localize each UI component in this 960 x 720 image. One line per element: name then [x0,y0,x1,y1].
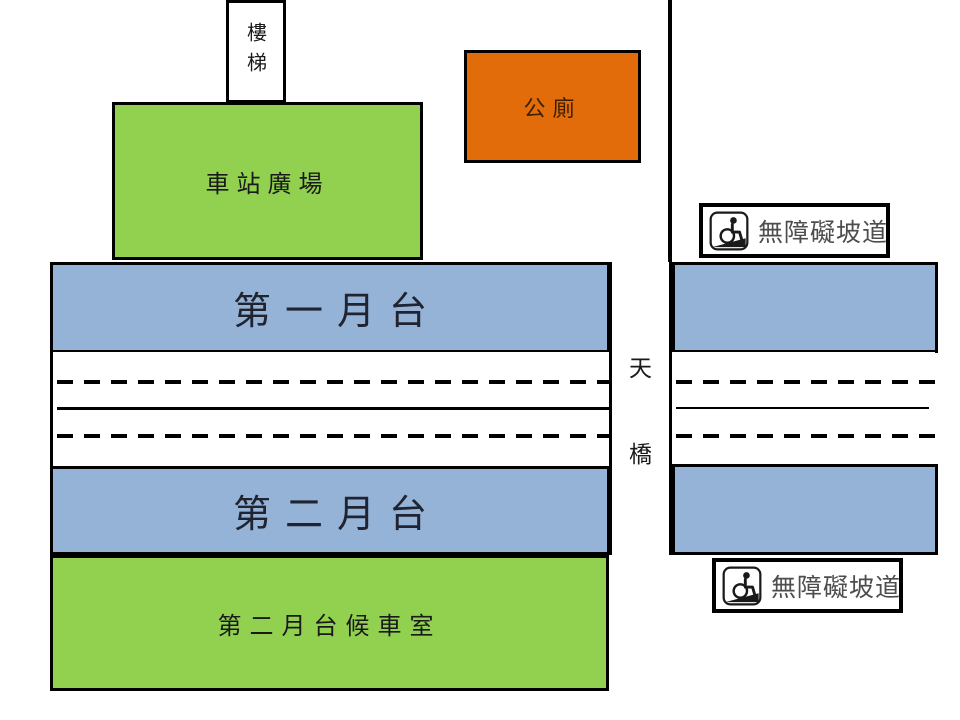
accessible-ramp-text-bottom: 無障礙坡道 [771,572,902,602]
footbridge-char-1: 天 [629,355,652,382]
rail-dashed-line [57,380,610,384]
footbridge-upper-line [668,0,672,263]
rail-solid-line [57,407,610,410]
rail-dashed-line [57,434,610,438]
public-toilet-box: 公廁 [464,50,641,163]
rail-solid-line [676,407,929,409]
rail-dashed-line [676,380,935,384]
platform-1-box: 第一月台 [50,262,610,353]
public-toilet-label: 公廁 [523,96,582,122]
footbridge-char-2: 橋 [629,441,652,468]
footbridge-strip: 天 橋 [609,262,672,555]
platform-2-right-segment [672,464,938,555]
platform-2-box: 第二月台 [50,466,610,555]
rail-dashed-line [676,434,935,438]
accessible-ramp-label-bottom: 無障礙坡道 [712,558,903,613]
waiting-room-label: 第二月台候車室 [217,611,442,640]
accessible-ramp-label-top: 無障礙坡道 [699,203,890,258]
stairs-box: 樓梯 [226,0,286,103]
track-area-right [672,352,935,464]
wheelchair-ramp-icon [709,211,749,250]
track-area-left [50,352,610,466]
platform-2-label: 第二月台 [232,492,441,536]
stairs-label: 樓梯 [243,21,268,82]
platform-1-label: 第一月台 [232,289,441,333]
platform-1-right-segment [672,262,938,353]
wheelchair-ramp-icon [722,566,762,605]
station-plaza-box: 車站廣場 [112,102,423,260]
accessible-ramp-text-top: 無障礙坡道 [758,217,889,247]
station-plaza-label: 車站廣場 [205,169,330,198]
waiting-room-box: 第二月台候車室 [50,555,609,691]
